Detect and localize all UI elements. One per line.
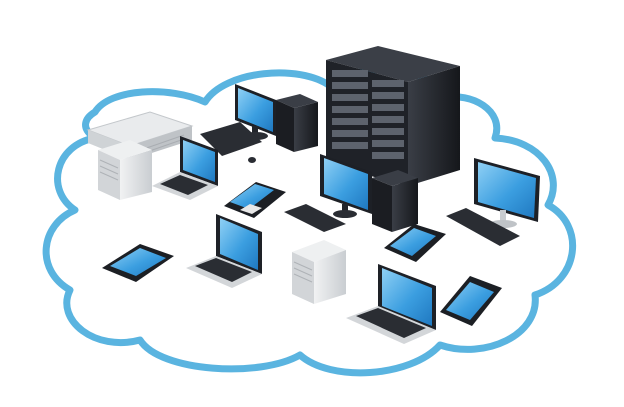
desktop-computer-top: [200, 84, 318, 163]
tower-server-icon: [99, 159, 119, 181]
laptop-center-left: [186, 214, 262, 288]
keyboard-right: [446, 208, 520, 246]
smartphone-bottom-right: [440, 276, 502, 326]
smartphone-right: [384, 224, 446, 262]
laptop-upper-left: [152, 136, 218, 200]
keyboard: [200, 122, 262, 156]
keyboard-center: [284, 204, 346, 232]
tower-server-center-icon: [293, 261, 313, 283]
laptop-bottom-center: [346, 264, 436, 344]
desktop-computer-right: [446, 158, 540, 246]
desktop-computer-center: [284, 154, 418, 232]
smartphone-left: [102, 244, 174, 282]
server-rack-icon: [332, 70, 404, 159]
smartphone-center-top: [224, 182, 286, 218]
server-rack: [326, 46, 460, 186]
tower-server-left: [98, 140, 152, 200]
mouse-icon: [248, 157, 256, 163]
tower-server-center: [292, 240, 346, 304]
